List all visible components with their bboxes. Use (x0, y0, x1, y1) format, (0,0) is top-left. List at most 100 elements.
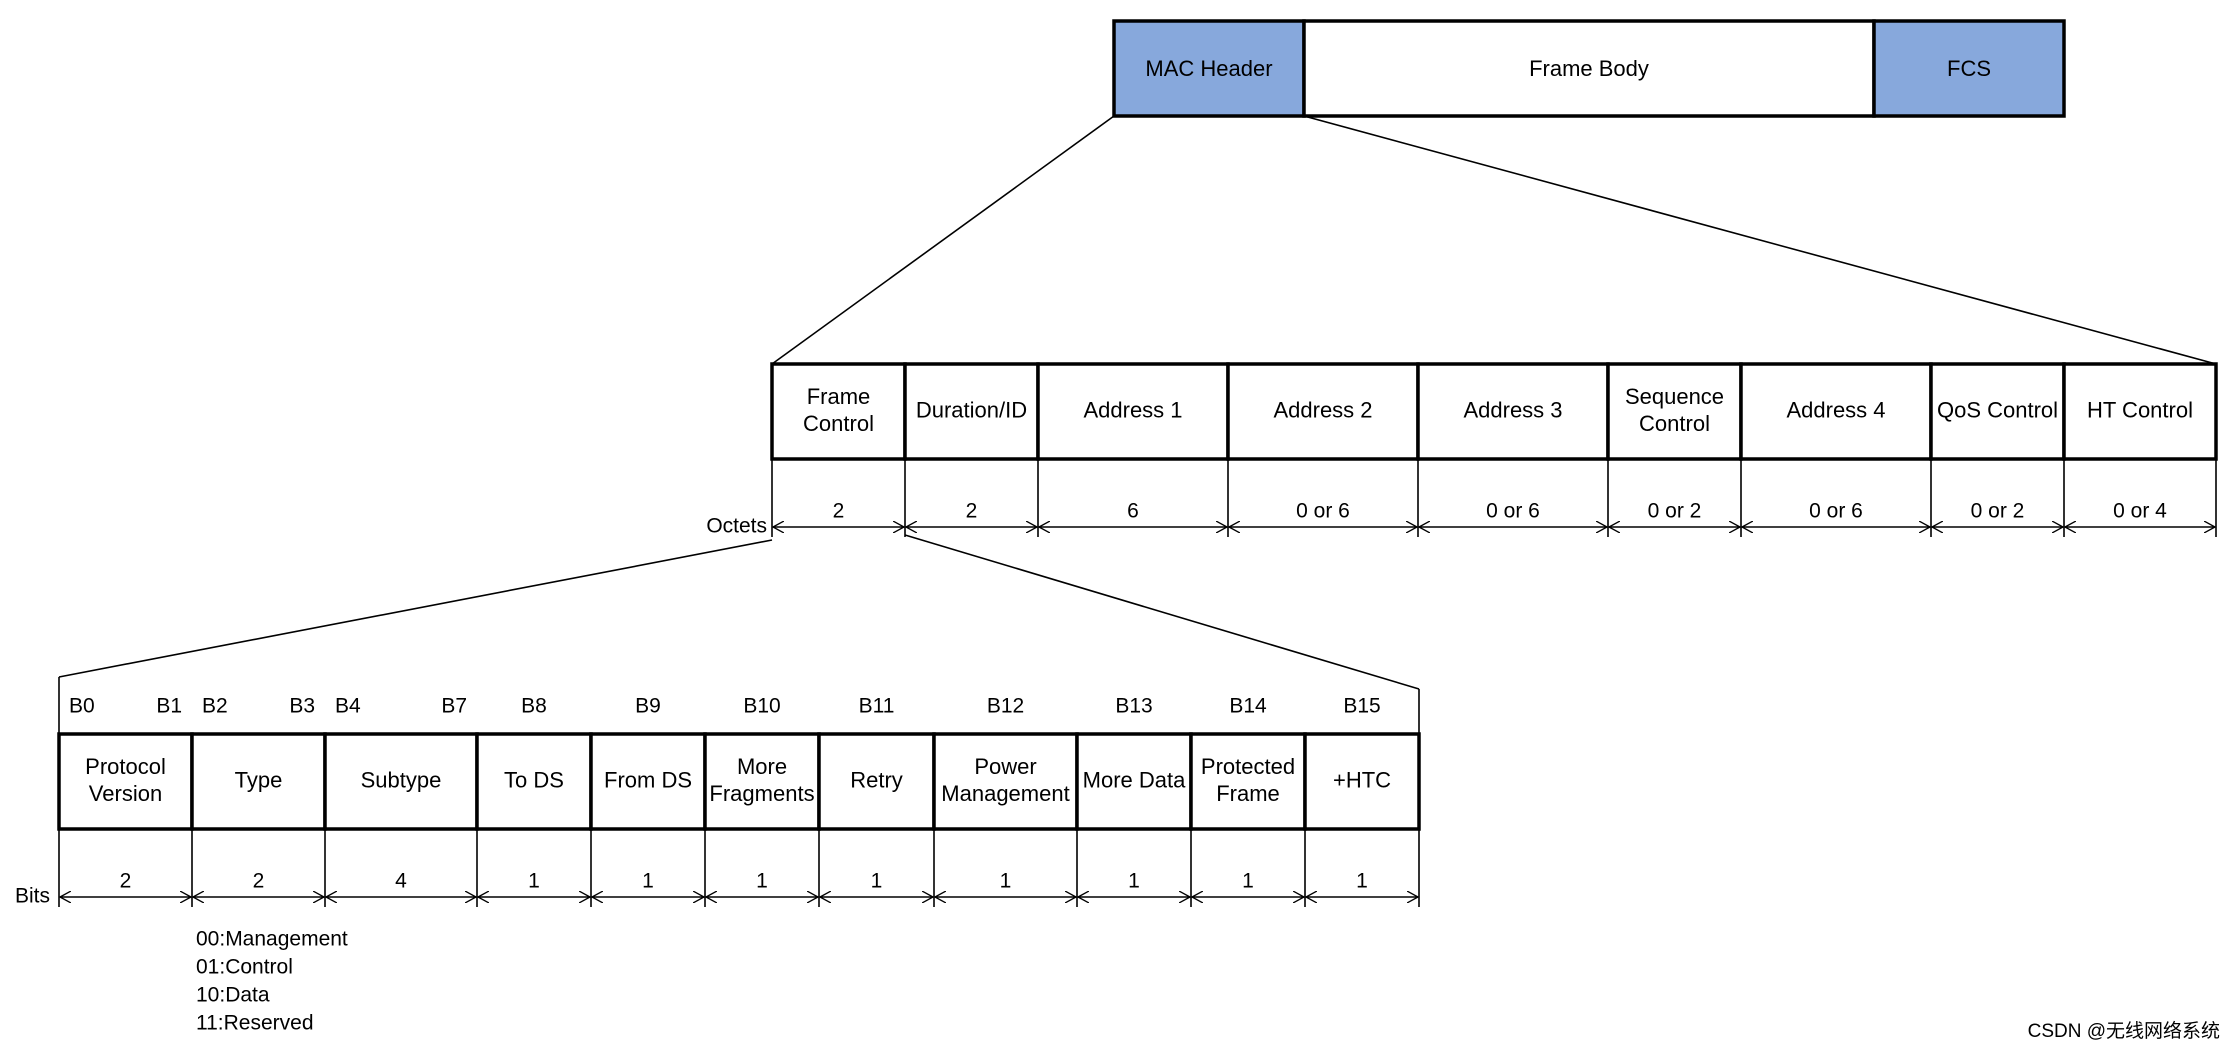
mac-field-address-2: Address 2 0 or 6 (1226, 362, 1420, 537)
fc-field-box (57, 732, 194, 831)
bit-label: B9 (635, 695, 661, 718)
mac-field-size: 0 or 6 (1296, 500, 1350, 523)
fc-field-label: Type (235, 767, 283, 792)
mac-field-address-3: Address 3 0 or 6 (1416, 362, 1610, 537)
mac-field-label: Frame (807, 384, 871, 409)
fc-field-size: 1 (1356, 870, 1368, 893)
mac-field-box (1739, 362, 1933, 461)
bit-end-label: B1 (156, 695, 182, 718)
mac-field-label: QoS Control (1937, 397, 2058, 422)
mac-field-size: 0 or 2 (1971, 500, 2025, 523)
fc-field-size: 1 (756, 870, 768, 893)
fc-field-size: 1 (528, 870, 540, 893)
mac-field-size: 6 (1127, 500, 1139, 523)
mac-field-label: Duration/ID (916, 397, 1027, 422)
mac-field-box (1226, 362, 1420, 461)
fc-field-box (1189, 732, 1307, 831)
fc-field-size: 1 (1128, 870, 1140, 893)
bit-label: B15 (1343, 695, 1380, 718)
bit-end-label: B7 (441, 695, 467, 718)
bit-label: B14 (1229, 695, 1267, 718)
fc-field-label: Fragments (709, 781, 814, 806)
mac-field-label: Address 1 (1083, 397, 1182, 422)
type-value-item: 11:Reserved (196, 1012, 314, 1035)
mac-field-size: 2 (966, 500, 978, 523)
mac-field-qos-control: QoS Control 0 or 2 (1929, 362, 2066, 537)
fc-field-size: 4 (395, 870, 407, 893)
bit-start-label: B4 (335, 695, 361, 718)
fc-field-more-data: More Data 1 B13 (1075, 695, 1193, 907)
fc-field-label: From DS (604, 767, 692, 792)
expand-line-fc-right (904, 534, 1420, 690)
mac-field-label: Address 2 (1273, 397, 1372, 422)
mac-field-size: 0 or 6 (1809, 500, 1863, 523)
fc-field-label: Protected (1201, 754, 1295, 779)
fc-field-box (323, 732, 479, 831)
fc-field-size: 2 (120, 870, 132, 893)
fc-field-label: To DS (504, 767, 564, 792)
mac-field-size: 2 (833, 500, 845, 523)
fc-field-size: 1 (871, 870, 883, 893)
octets-unit-label: Octets (706, 515, 767, 538)
fc-field-label: +HTC (1333, 767, 1391, 792)
mac-field-box (1606, 362, 1743, 461)
type-values-legend: 00:Management 01:Control 10:Data 11:Reserve… (196, 928, 348, 1035)
fc-field-size: 2 (253, 870, 265, 893)
mac-field-label: Sequence (1625, 384, 1724, 409)
bit-label: B13 (1115, 695, 1152, 718)
fcs-box (1872, 19, 2066, 118)
fc-field-htc: +HTC 1 B15 (1303, 695, 1421, 907)
fc-field-box (817, 732, 936, 831)
expand-line-fc-left (58, 539, 773, 678)
bits-unit-label: Bits (15, 885, 50, 908)
bit-start-label: B0 (69, 695, 95, 718)
bit-label: B10 (743, 695, 780, 718)
fc-field-label: Power (974, 754, 1036, 779)
expand-line-mac-right (1303, 115, 2217, 365)
fcs-label: FCS (1947, 56, 1991, 81)
fc-field-label: More Data (1083, 767, 1186, 792)
expand-line-mac-left (771, 115, 1115, 365)
mac-field-label: Address 3 (1463, 397, 1562, 422)
watermark: CSDN @无线网络系统 (2028, 1020, 2220, 1042)
fc-field-label: Subtype (361, 767, 442, 792)
frame-body-label: Frame Body (1529, 56, 1649, 81)
bit-label: B11 (859, 695, 895, 718)
fc-field-box (190, 732, 327, 831)
fc-field-size: 1 (1242, 870, 1254, 893)
type-value-item: 01:Control (196, 956, 293, 979)
fc-field-box (1075, 732, 1193, 831)
mac-field-box (1036, 362, 1230, 461)
bit-label: B8 (521, 695, 547, 718)
mac-header-box (1112, 19, 1306, 118)
fc-field-label: Retry (850, 767, 903, 792)
fc-field-label: Protocol (85, 754, 166, 779)
mac-field-label: HT Control (2087, 397, 2193, 422)
type-value-item: 00:Management (196, 928, 348, 951)
mac-field-size: 0 or 4 (2113, 500, 2167, 523)
fc-field-retry: Retry 1 B11 (817, 695, 936, 907)
frame-structure: MAC Header Frame Body FCS (1112, 19, 2066, 118)
mac-field-label: Control (803, 411, 874, 436)
mac-field-label: Address 4 (1786, 397, 1885, 422)
mac-field-ht-control: HT Control 0 or 4 (2062, 362, 2218, 537)
type-value-item: 10:Data (196, 984, 270, 1007)
fc-field-box (1303, 732, 1421, 831)
mac-field-box (2062, 362, 2218, 461)
fc-field-label: Frame (1216, 781, 1280, 806)
mac-field-size: 0 or 6 (1486, 500, 1540, 523)
bit-start-label: B2 (202, 695, 228, 718)
mac-field-duration-id: Duration/ID 2 (903, 362, 1040, 537)
mac-field-address-1: Address 1 6 (1036, 362, 1230, 537)
mac-field-box (1929, 362, 2066, 461)
